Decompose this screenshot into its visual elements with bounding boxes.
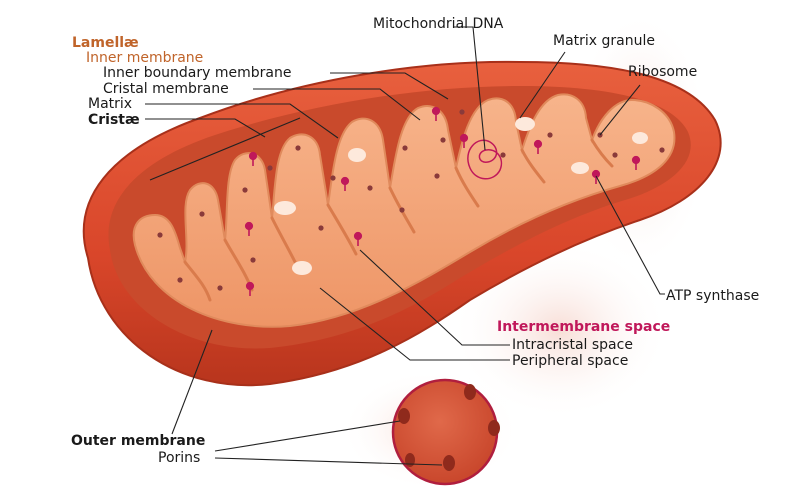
label-matrix: Matrix xyxy=(88,96,132,112)
labels: Lamellæ Inner membrane Inner boundary me… xyxy=(71,16,759,466)
label-porins: Porins xyxy=(158,450,200,466)
label-inner-membrane: Inner membrane xyxy=(86,50,203,66)
label-inner-boundary-membrane: Inner boundary membrane xyxy=(103,65,291,81)
label-outer-membrane: Outer membrane xyxy=(71,433,205,449)
label-peripheral-space: Peripheral space xyxy=(512,353,628,369)
matrix-granules xyxy=(274,117,648,275)
label-atp-synthase: ATP synthase xyxy=(666,288,759,304)
label-intermembrane-space: Intermembrane space xyxy=(497,319,670,335)
leader-lines xyxy=(145,26,665,466)
atp-synthases xyxy=(244,106,641,296)
label-lamellae: Lamellæ xyxy=(72,35,139,51)
label-intracristal-space: Intracristal space xyxy=(512,337,633,353)
mitochondrial-dna-shape xyxy=(467,139,503,180)
label-cristae: Cristæ xyxy=(88,112,140,128)
label-mitochondrial-dna: Mitochondrial DNA xyxy=(373,16,504,32)
label-cristal-membrane: Cristal membrane xyxy=(103,81,229,97)
porin-detail xyxy=(391,378,500,486)
label-ribosome: Ribosome xyxy=(628,64,697,80)
ribosomes xyxy=(157,109,665,291)
label-matrix-granule: Matrix granule xyxy=(553,33,655,49)
